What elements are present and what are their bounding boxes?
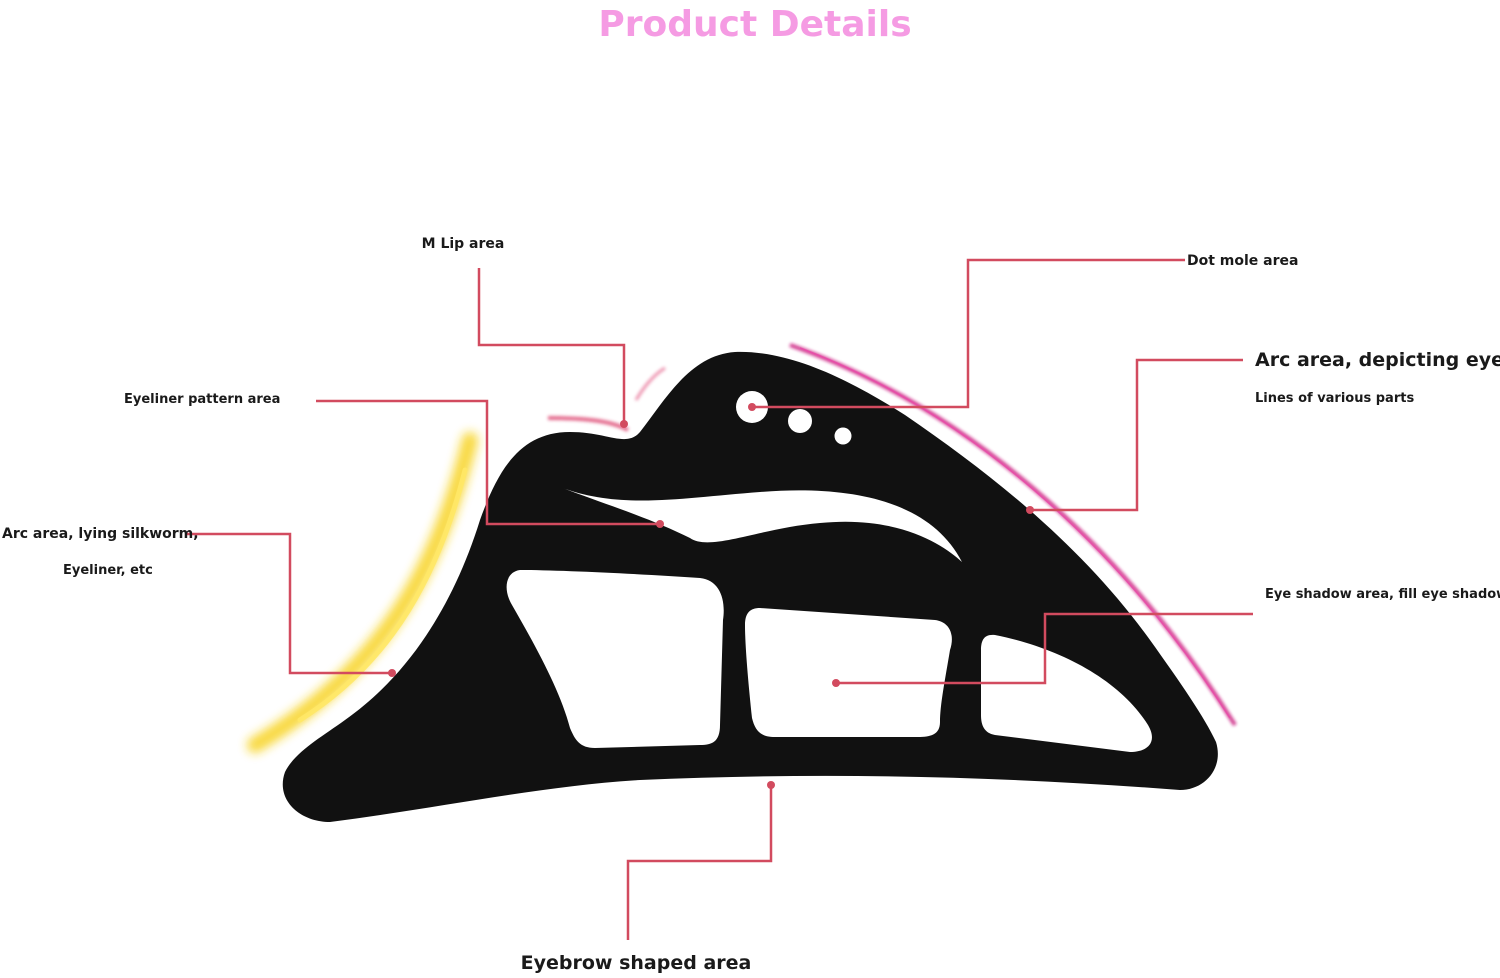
leader-dot-arc-eyes — [1026, 506, 1034, 514]
leader-dot-eyeliner — [656, 520, 664, 528]
label-arc-eyes-sub: Lines of various parts — [1255, 391, 1414, 406]
label-eyeliner-pattern: Eyeliner pattern area — [124, 392, 280, 407]
leader-dot-mole — [752, 258, 1185, 409]
lip-glow-arc — [547, 366, 666, 432]
leader-dot-eye-shadow — [832, 679, 840, 687]
label-eye-shadow: Eye shadow area, fill eye shadow — [1265, 587, 1500, 602]
label-m-lip: M Lip area — [422, 236, 505, 252]
leader-eyeliner — [316, 399, 660, 526]
label-arc-eyes-title: Arc area, depicting eyes — [1255, 349, 1500, 371]
page-title: Product Details — [598, 4, 911, 45]
leader-dot-eyebrow — [767, 781, 775, 789]
leader-eyebrow — [626, 785, 773, 940]
leader-m-lip — [477, 268, 626, 424]
leader-dot-arc-silkworm — [388, 669, 396, 677]
leader-arc-silkworm — [186, 532, 392, 675]
label-dot-mole: Dot mole area — [1187, 253, 1298, 269]
label-arc-silkworm-line1: Arc area, lying silkworm, — [2, 526, 199, 542]
mole-dot-medium — [788, 409, 812, 433]
label-eyebrow: Eyebrow shaped area — [521, 952, 752, 974]
leader-eye-shadow — [836, 612, 1253, 685]
pink-glow-arc — [789, 343, 1237, 727]
leader-arc-eyes — [1030, 358, 1243, 512]
mole-dot-small — [834, 427, 852, 445]
label-arc-silkworm-line2: Eyeliner, etc — [63, 563, 153, 578]
leader-dot-m-lip — [620, 420, 628, 428]
stencil-shape — [282, 351, 1218, 822]
yellow-glow-arc — [247, 432, 478, 753]
leader-dot-dot-mole — [748, 403, 756, 411]
